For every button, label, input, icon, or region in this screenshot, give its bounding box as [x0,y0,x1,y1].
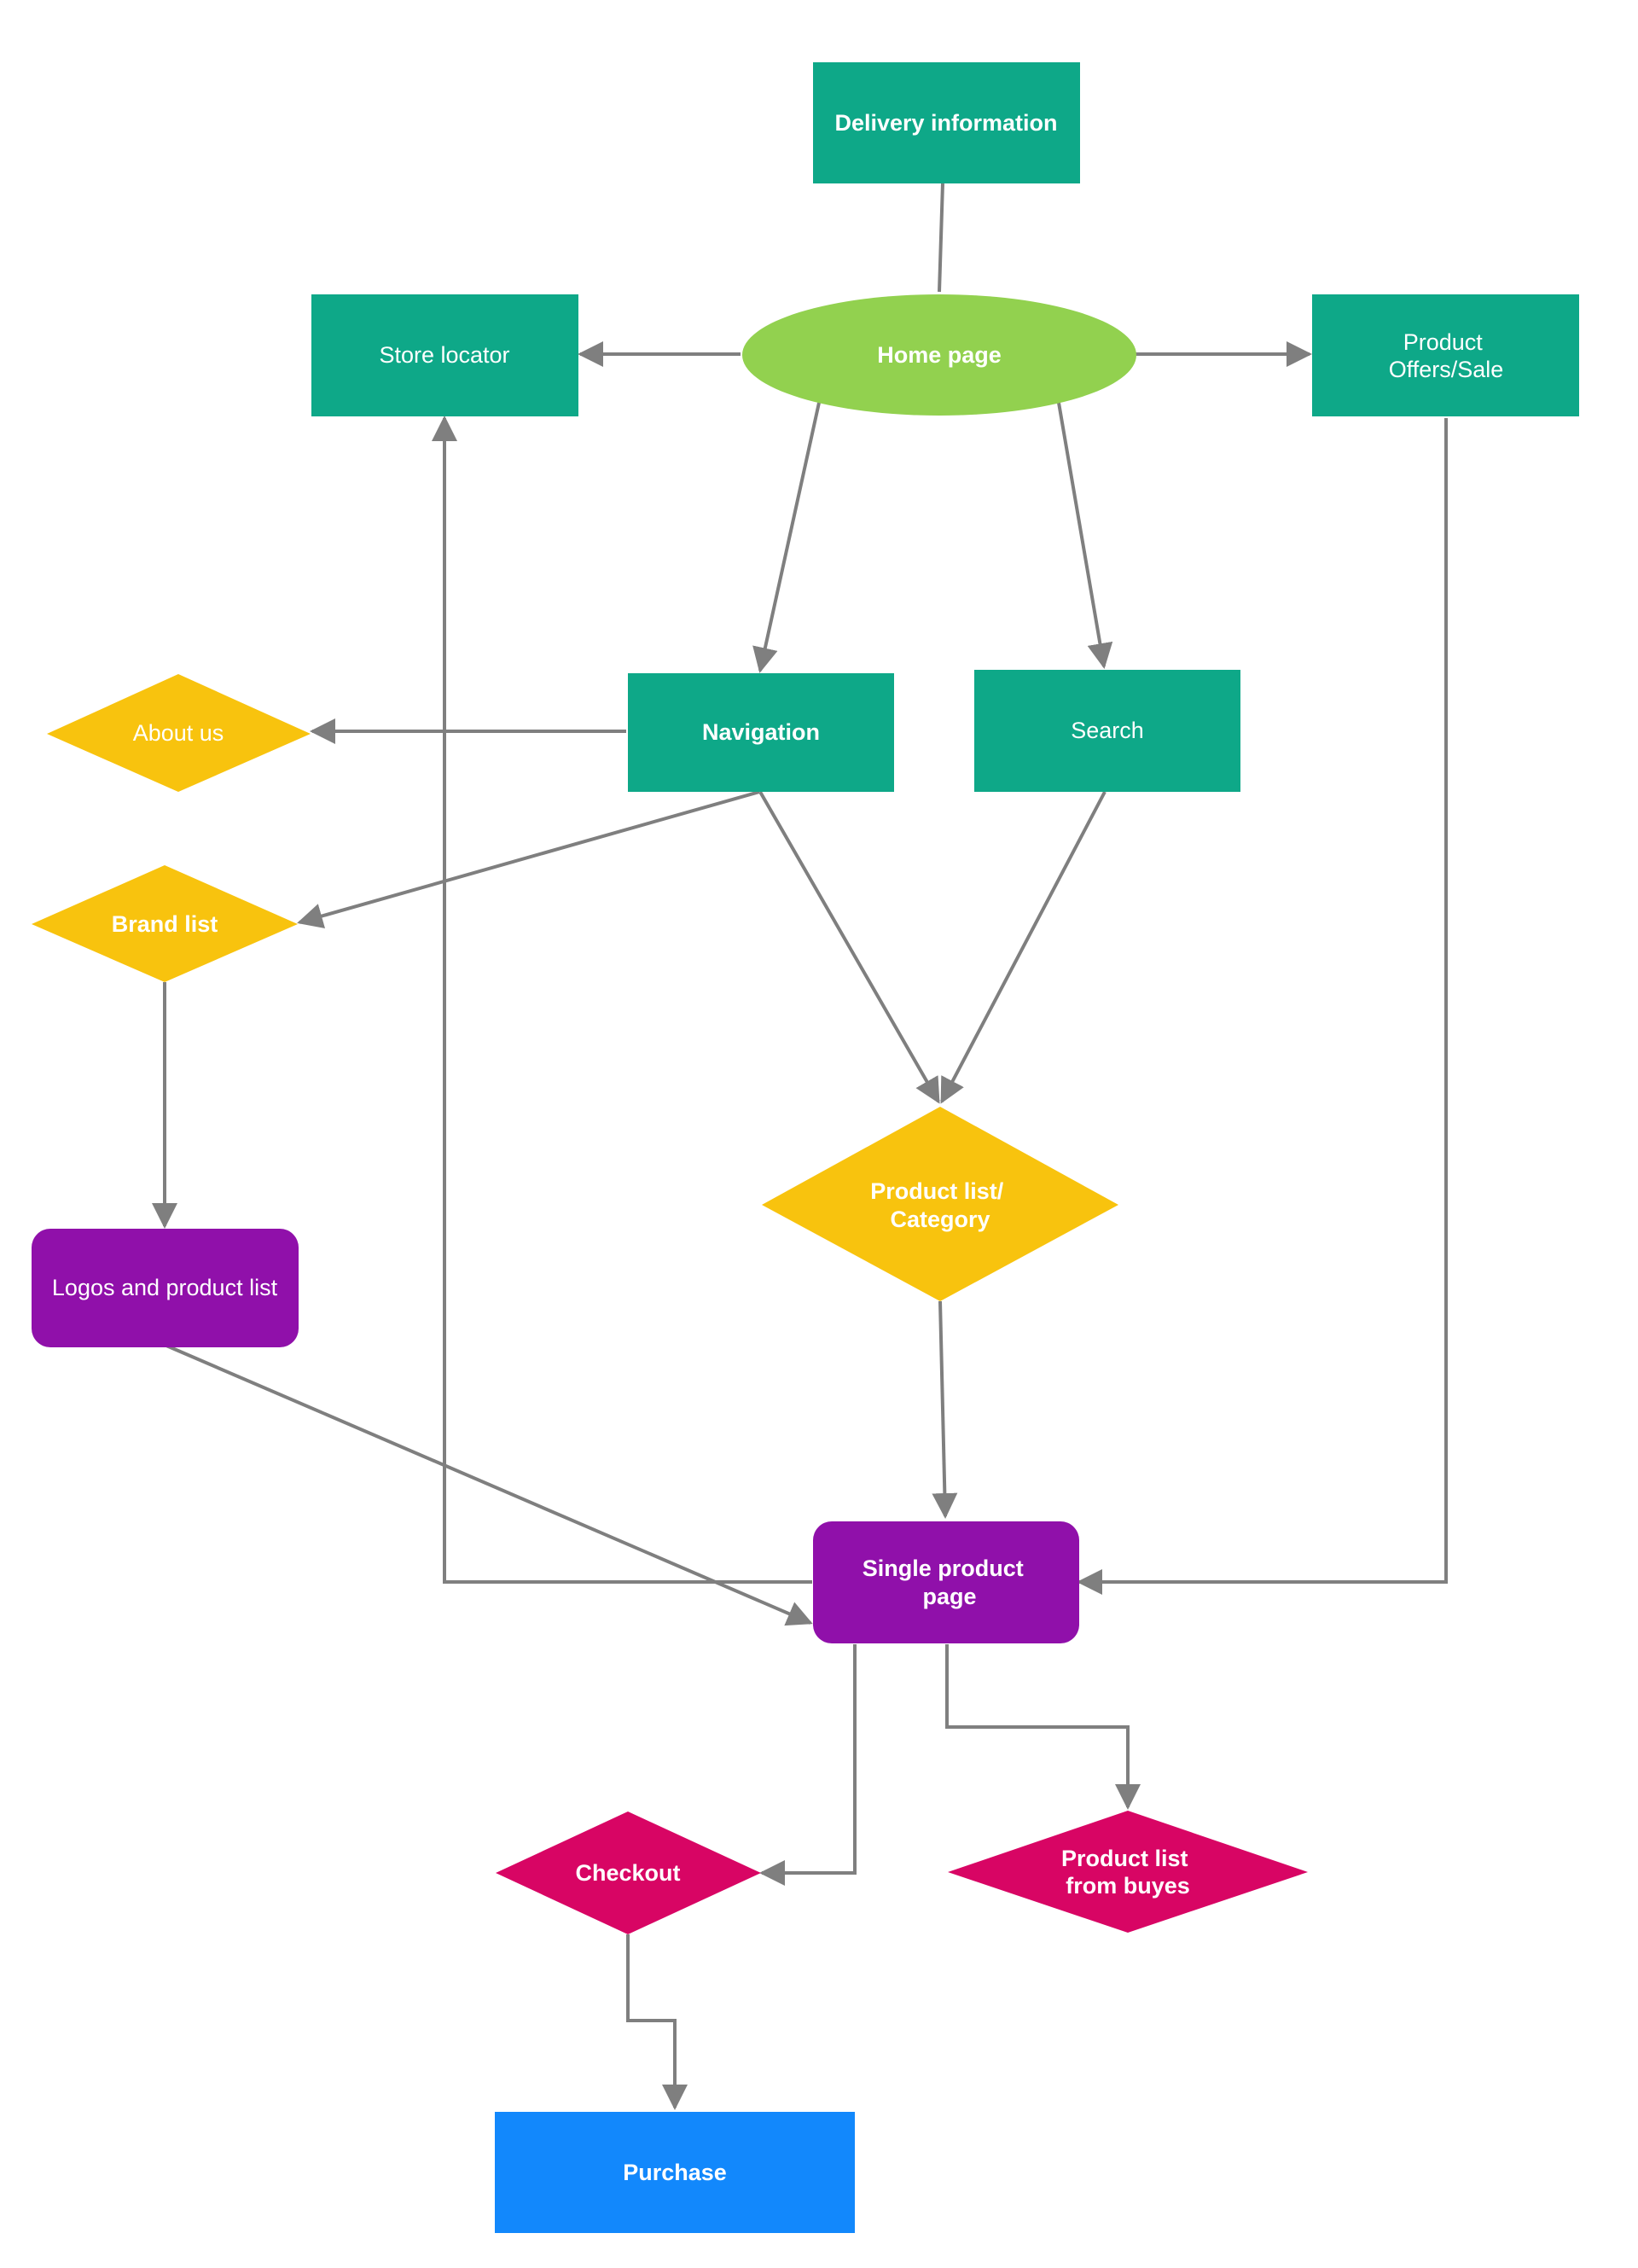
product-offers-sale-label: Product Offers/Sale [1389,329,1504,382]
about-us-shape [47,674,311,792]
node-about-us: About us [47,674,311,792]
edge-delivery-to-home [938,183,944,293]
product-list-from-buyes-label: Product list from buyes [1061,1846,1194,1899]
node-search: Search [974,670,1240,792]
node-home-page: Home page [742,294,1136,416]
product-list-from-buyes-label-line2: from buyes [1066,1873,1190,1899]
navigation-label: Navigation [702,719,820,745]
logos-and-product-list-shape [32,1229,299,1347]
checkout-label: Checkout [575,1860,680,1886]
edge-search-to-product-list [940,791,1107,1104]
node-logos-and-product-list: Logos and product list [32,1229,299,1347]
edge-product-list-to-single-product [932,1300,958,1519]
product-list-category-shape [762,1107,1118,1301]
single-product-page-shape [813,1521,1079,1643]
checkout-shape [496,1811,761,1934]
node-navigation: Navigation [628,673,894,792]
purchase-label: Purchase [623,2160,727,2185]
product-list-from-buyes-label-line1: Product list [1061,1846,1188,1871]
edge-navigation-to-brand-list [297,790,760,929]
node-product-list-category: Product list/ Category [762,1107,1118,1301]
edge-single-product-to-buyes-list [945,1644,1141,1810]
single-product-page-label: Single product page [863,1556,1031,1609]
home-page-shape [742,294,1136,416]
single-product-page-label-line1: Single product [863,1556,1024,1581]
connectors [152,183,1448,2110]
node-store-locator: Store locator [311,294,578,416]
product-offers-sale-label-line2: Offers/Sale [1389,357,1504,382]
edge-checkout-to-purchase [626,1934,688,2110]
node-product-offers-sale: Product Offers/Sale [1312,294,1579,416]
delivery-information-label: Delivery information [834,110,1057,136]
edge-offers-to-single-product [1077,418,1448,1595]
product-offers-sale-shape [1312,294,1579,416]
product-list-category-label: Product list/ Category [870,1178,1010,1232]
product-list-category-label-line1: Product list/ [870,1178,1004,1204]
delivery-information-shape [813,62,1080,183]
navigation-shape [628,673,894,792]
edge-home-to-search [1057,402,1113,669]
edge-single-product-to-store-locator [432,416,812,1584]
edge-navigation-to-product-list [758,791,940,1104]
product-list-from-buyes-shape [948,1811,1308,1933]
edge-logos-to-single-product [166,1344,813,1626]
purchase-shape [495,2112,855,2233]
node-checkout: Checkout [496,1811,761,1934]
search-label: Search [1071,718,1144,743]
node-purchase: Purchase [495,2112,855,2233]
store-locator-label: Store locator [379,342,509,368]
node-single-product-page: Single product page [813,1521,1079,1643]
product-list-category-label-line2: Category [890,1207,990,1232]
search-shape [974,670,1240,792]
node-delivery-information: Delivery information [813,62,1080,183]
single-product-page-label-line2: page [922,1584,976,1609]
edge-home-to-navigation [752,402,821,673]
brand-list-label: Brand list [112,911,218,937]
home-page-label: Home page [877,342,1002,368]
edge-single-product-to-checkout [759,1644,857,1886]
brand-list-shape [32,865,298,982]
store-locator-shape [311,294,578,416]
node-brand-list: Brand list [32,865,298,982]
node-product-list-from-buyes: Product list from buyes [948,1811,1308,1933]
product-offers-sale-label-line1: Product [1403,329,1484,355]
about-us-label: About us [133,720,224,746]
logos-and-product-list-label: Logos and product list [52,1275,278,1300]
